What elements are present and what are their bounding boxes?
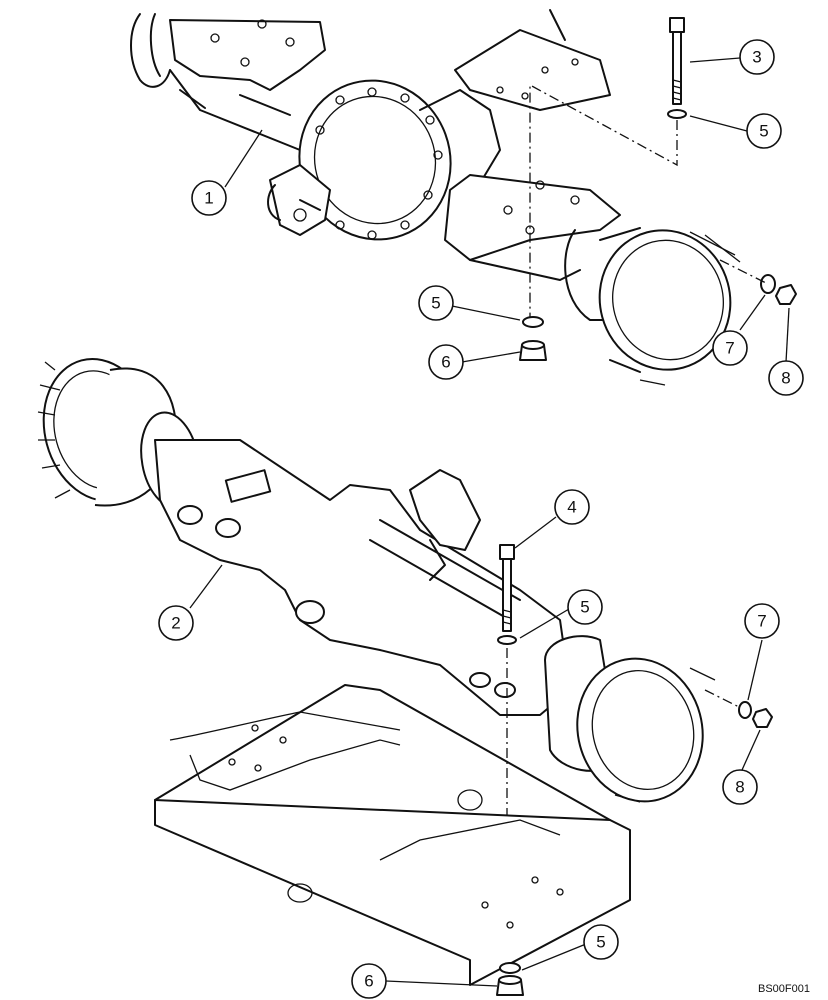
callout-5-lower: 5 — [567, 589, 603, 625]
svg-text:8: 8 — [735, 778, 744, 797]
svg-text:8: 8 — [781, 369, 790, 388]
rear-axle-assembly — [130, 9, 741, 386]
callout-3: 3 — [739, 39, 775, 75]
callout-7-lower: 7 — [744, 603, 780, 639]
diagram-code: BS00F001 — [758, 983, 810, 995]
bolt-4 — [497, 544, 517, 645]
callout-5-upper-washer: 5 — [418, 285, 454, 321]
callout-4: 4 — [554, 489, 590, 525]
lower-wheel-hardware — [738, 701, 773, 728]
svg-text:5: 5 — [580, 598, 589, 617]
svg-text:4: 4 — [567, 498, 576, 517]
callout-5-upper: 5 — [746, 113, 782, 149]
callout-7-upper: 7 — [712, 330, 748, 366]
svg-text:1: 1 — [204, 189, 213, 208]
svg-text:6: 6 — [441, 353, 450, 372]
callout-8-upper: 8 — [768, 360, 804, 396]
callout-6-upper: 6 — [428, 344, 464, 380]
leader-lines — [189, 57, 790, 987]
svg-text:5: 5 — [759, 122, 768, 141]
bolt-3 — [667, 17, 687, 119]
callout-5-bottom: 5 — [583, 924, 619, 960]
mounting-frame — [154, 684, 631, 986]
svg-text:7: 7 — [757, 612, 766, 631]
svg-text:5: 5 — [431, 294, 440, 313]
callout-6-bottom: 6 — [351, 963, 387, 999]
callout-1: 1 — [191, 180, 227, 216]
svg-text:2: 2 — [171, 614, 180, 633]
svg-text:7: 7 — [725, 339, 734, 358]
svg-text:5: 5 — [596, 933, 605, 952]
svg-text:3: 3 — [752, 48, 761, 67]
svg-text:6: 6 — [364, 972, 373, 991]
callout-2: 2 — [158, 605, 194, 641]
front-axle-assembly — [37, 358, 716, 803]
bottom-hardware — [496, 962, 524, 996]
upper-hardware — [519, 274, 797, 361]
callout-8-lower: 8 — [722, 769, 758, 805]
